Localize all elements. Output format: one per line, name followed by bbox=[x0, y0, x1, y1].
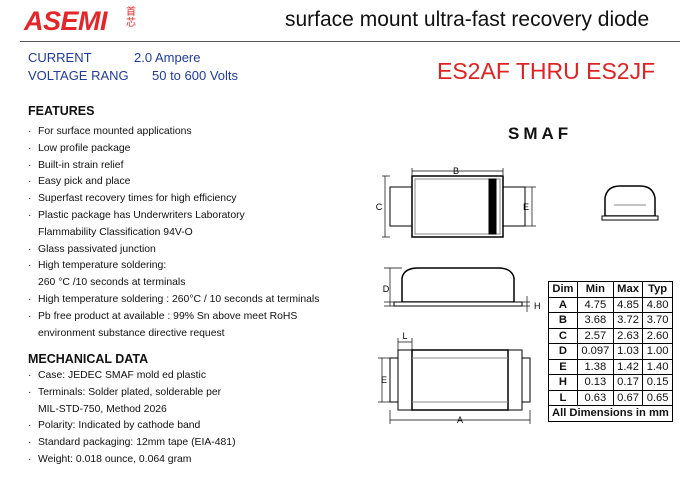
document-title: surface mount ultra-fast recovery diode bbox=[285, 8, 650, 31]
table-row: D 0.097 1.03 1.00 bbox=[548, 343, 673, 360]
end-view bbox=[601, 185, 659, 221]
list-item: ·Case: JEDEC SMAF mold ed plastic bbox=[28, 370, 207, 381]
list-item: ·Pb free product at available : 99% Sn a… bbox=[28, 310, 298, 322]
dim-label-d: D bbox=[383, 284, 390, 294]
dim-label-a: A bbox=[457, 415, 463, 425]
header-divider bbox=[20, 41, 680, 42]
features-list: ·For surface mounted applications ·Low p… bbox=[28, 124, 319, 342]
package-name: SMAF bbox=[508, 124, 573, 143]
list-item: ·For surface mounted applications bbox=[28, 126, 192, 137]
side-view bbox=[384, 267, 530, 312]
list-item: ·Polarity: Indicated by cathode band bbox=[28, 420, 201, 432]
part-number-range: ES2AF THRU ES2JF bbox=[437, 58, 656, 84]
list-item: 260 °C /10 seconds at terminals bbox=[38, 277, 186, 289]
dim-label-e: E bbox=[523, 202, 529, 212]
list-item: ·Glass passivated junction bbox=[28, 243, 156, 255]
list-item: ·Built-in strain relief bbox=[28, 159, 124, 171]
dim-label-b: B bbox=[453, 166, 459, 176]
list-item: ·High temperature soldering: bbox=[28, 260, 167, 272]
table-row: B 3.68 3.72 3.70 bbox=[548, 312, 673, 329]
table-footer-row: All Dimensions in mm bbox=[548, 405, 673, 422]
top-view bbox=[382, 168, 536, 238]
list-item: ·Superfast recovery times for high effic… bbox=[28, 193, 237, 205]
list-item: MIL-STD-750, Method 2026 bbox=[38, 403, 167, 415]
table-row: L 0.63 0.67 0.65 bbox=[548, 389, 673, 406]
company-logo: ASEMI bbox=[24, 6, 108, 36]
list-item: ·Weight: 0.018 ounce, 0.064 gram bbox=[28, 453, 192, 465]
list-item: ·Easy pick and place bbox=[28, 176, 131, 188]
list-item: ·Low profile package bbox=[28, 142, 131, 154]
current-value: 2.0 Ampere bbox=[134, 50, 201, 65]
mechanical-list: ·Case: JEDEC SMAF mold ed plastic ·Termi… bbox=[28, 368, 236, 469]
cathode-band bbox=[488, 178, 497, 235]
company-logo-chinese: 首芯 bbox=[126, 7, 136, 29]
list-item: ·Standard packaging: 12mm tape (EIA-481) bbox=[28, 437, 236, 449]
table-header-row: Dim Min Max Typ bbox=[548, 281, 673, 298]
package-outline-drawing: B C E D H L E A bbox=[376, 166, 659, 425]
footprint-view bbox=[378, 338, 531, 424]
table-footer: All Dimensions in mm bbox=[548, 405, 673, 422]
list-item: ·Terminals: Solder plated, solderable pe… bbox=[28, 386, 222, 398]
table-row: E 1.38 1.42 1.40 bbox=[548, 358, 673, 375]
dim-label-l: L bbox=[402, 331, 407, 341]
list-item: ·Plastic package has Underwriters Labora… bbox=[28, 209, 245, 221]
table-row: C 2.57 2.63 2.60 bbox=[548, 327, 673, 344]
list-item: ·High temperature soldering : 260°C / 10… bbox=[28, 293, 320, 305]
table-row: A 4.75 4.85 4.80 bbox=[548, 296, 673, 313]
features-title: FEATURES bbox=[28, 104, 95, 118]
voltage-label: VOLTAGE RANG bbox=[28, 68, 129, 83]
current-label: CURRENT bbox=[28, 50, 92, 65]
list-item: Flammability Classification 94V-O bbox=[38, 226, 193, 238]
dim-label-c: C bbox=[376, 202, 383, 212]
dim-label-e-bottom: E bbox=[381, 375, 387, 385]
voltage-value: 50 to 600 Volts bbox=[152, 68, 239, 83]
dimensions-table: Dim Min Max Typ A 4.75 4.85 4.80 B 3.68 … bbox=[548, 281, 673, 422]
dim-label-h: H bbox=[534, 301, 541, 311]
mechanical-title: MECHANICAL DATA bbox=[28, 352, 149, 366]
table-row: H 0.13 0.17 0.15 bbox=[548, 374, 673, 391]
list-item: environment substance directive request bbox=[38, 327, 225, 339]
